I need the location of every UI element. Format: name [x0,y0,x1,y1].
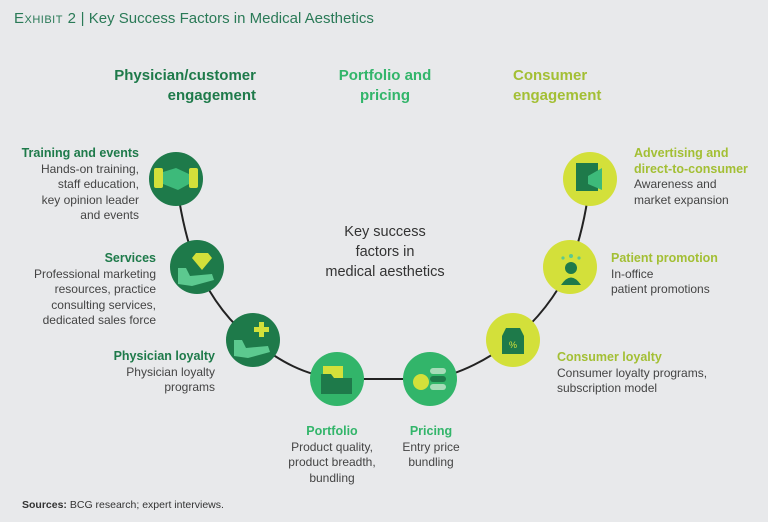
exhibit-number: Exhibit 2 [14,10,77,27]
handshake-icon [149,152,203,206]
coins-icon [403,352,457,406]
sources-label: Sources: [22,499,67,511]
svg-text:%: % [509,340,517,350]
factor-desc: Entry price [402,439,460,454]
column-header-line: Portfolio and [338,67,432,84]
factor-desc: Professional marketing [33,266,156,281]
column-header-line: Consumer [513,67,588,84]
factor-title: Patient promotion [611,251,718,265]
factor-desc: Physician loyalty [126,364,215,379]
factor-desc: key opinion leader [41,192,139,207]
center-label-line: medical aesthetics [325,264,445,280]
person-stars-icon [543,240,597,294]
factor-desc: Product quality, [291,439,373,454]
factor-title: Consumer loyalty [557,350,662,364]
column-header-physician: Physician/customer engagement [60,66,256,106]
exhibit-title: Exhibit 2 | Key Success Factors in Medic… [14,10,374,27]
column-header-consumer: Consumer engagement [513,66,673,106]
factor-title: Pricing [409,424,453,438]
price-tag-icon: % [486,313,540,367]
factor-desc: Awareness and [634,177,717,191]
factor-title: Portfolio [306,424,358,438]
factor-desc: market expansion [634,192,729,207]
factor-desc: and events [80,208,139,222]
factor-pricing: Pricing Entry price bundling [381,424,481,471]
advertising-icon [563,152,617,206]
factor-desc: product breadth, [288,455,376,469]
factor-portfolio: Portfolio Product quality, product bread… [272,424,392,486]
folder-icon [310,352,364,406]
factor-advertising: Advertising and direct-to-consumer Aware… [634,146,768,208]
factor-desc: Consumer loyalty programs, [557,365,708,380]
center-label-line: factors in [355,244,415,260]
factor-desc: bundling [408,455,454,469]
factor-desc: dedicated sales force [42,313,156,327]
center-label: Key success factors in medical aesthetic… [300,222,470,282]
title-text: Key Success Factors in Medical Aesthetic… [88,10,374,27]
sources-text: BCG research; expert interviews. [66,499,224,511]
factor-desc: patient promotions [611,282,710,296]
factor-title: Training and events [21,146,139,160]
factor-desc: resources, practice [54,282,156,296]
factor-title: Services [104,251,156,265]
factor-title: Advertising and [634,146,729,160]
column-header-line: engagement [167,87,256,104]
hand-plus-icon [226,313,280,367]
title-separator: | [80,10,85,27]
column-header-line: engagement [513,87,602,104]
factor-services: Services Professional marketing resource… [0,251,156,329]
factor-patient-promotion: Patient promotion In-office patient prom… [611,251,761,298]
column-header-line: Physician/customer [114,67,256,84]
sources-note: Sources: BCG research; expert interviews… [22,499,224,511]
factor-desc: In-office [611,266,654,281]
center-label-line: Key success [344,224,426,240]
hand-diamond-icon [170,240,224,294]
factor-consumer-loyalty: Consumer loyalty Consumer loyalty progra… [557,350,757,397]
column-header-line: pricing [359,87,410,104]
factor-desc: Hands-on training, [40,161,139,176]
factor-title: Physician loyalty [113,349,215,363]
factor-physician-loyalty: Physician loyalty Physician loyalty prog… [0,349,215,396]
factor-desc: consulting services, [51,297,156,312]
factor-training-and-events: Training and events Hands-on training, s… [0,146,139,224]
factor-desc: staff education, [57,177,139,191]
factor-desc: programs [164,380,215,394]
factor-title: direct-to-consumer [634,161,748,176]
column-header-portfolio: Portfolio and pricing [305,66,465,106]
factor-desc: bundling [309,470,355,485]
factor-desc: subscription model [557,381,658,395]
